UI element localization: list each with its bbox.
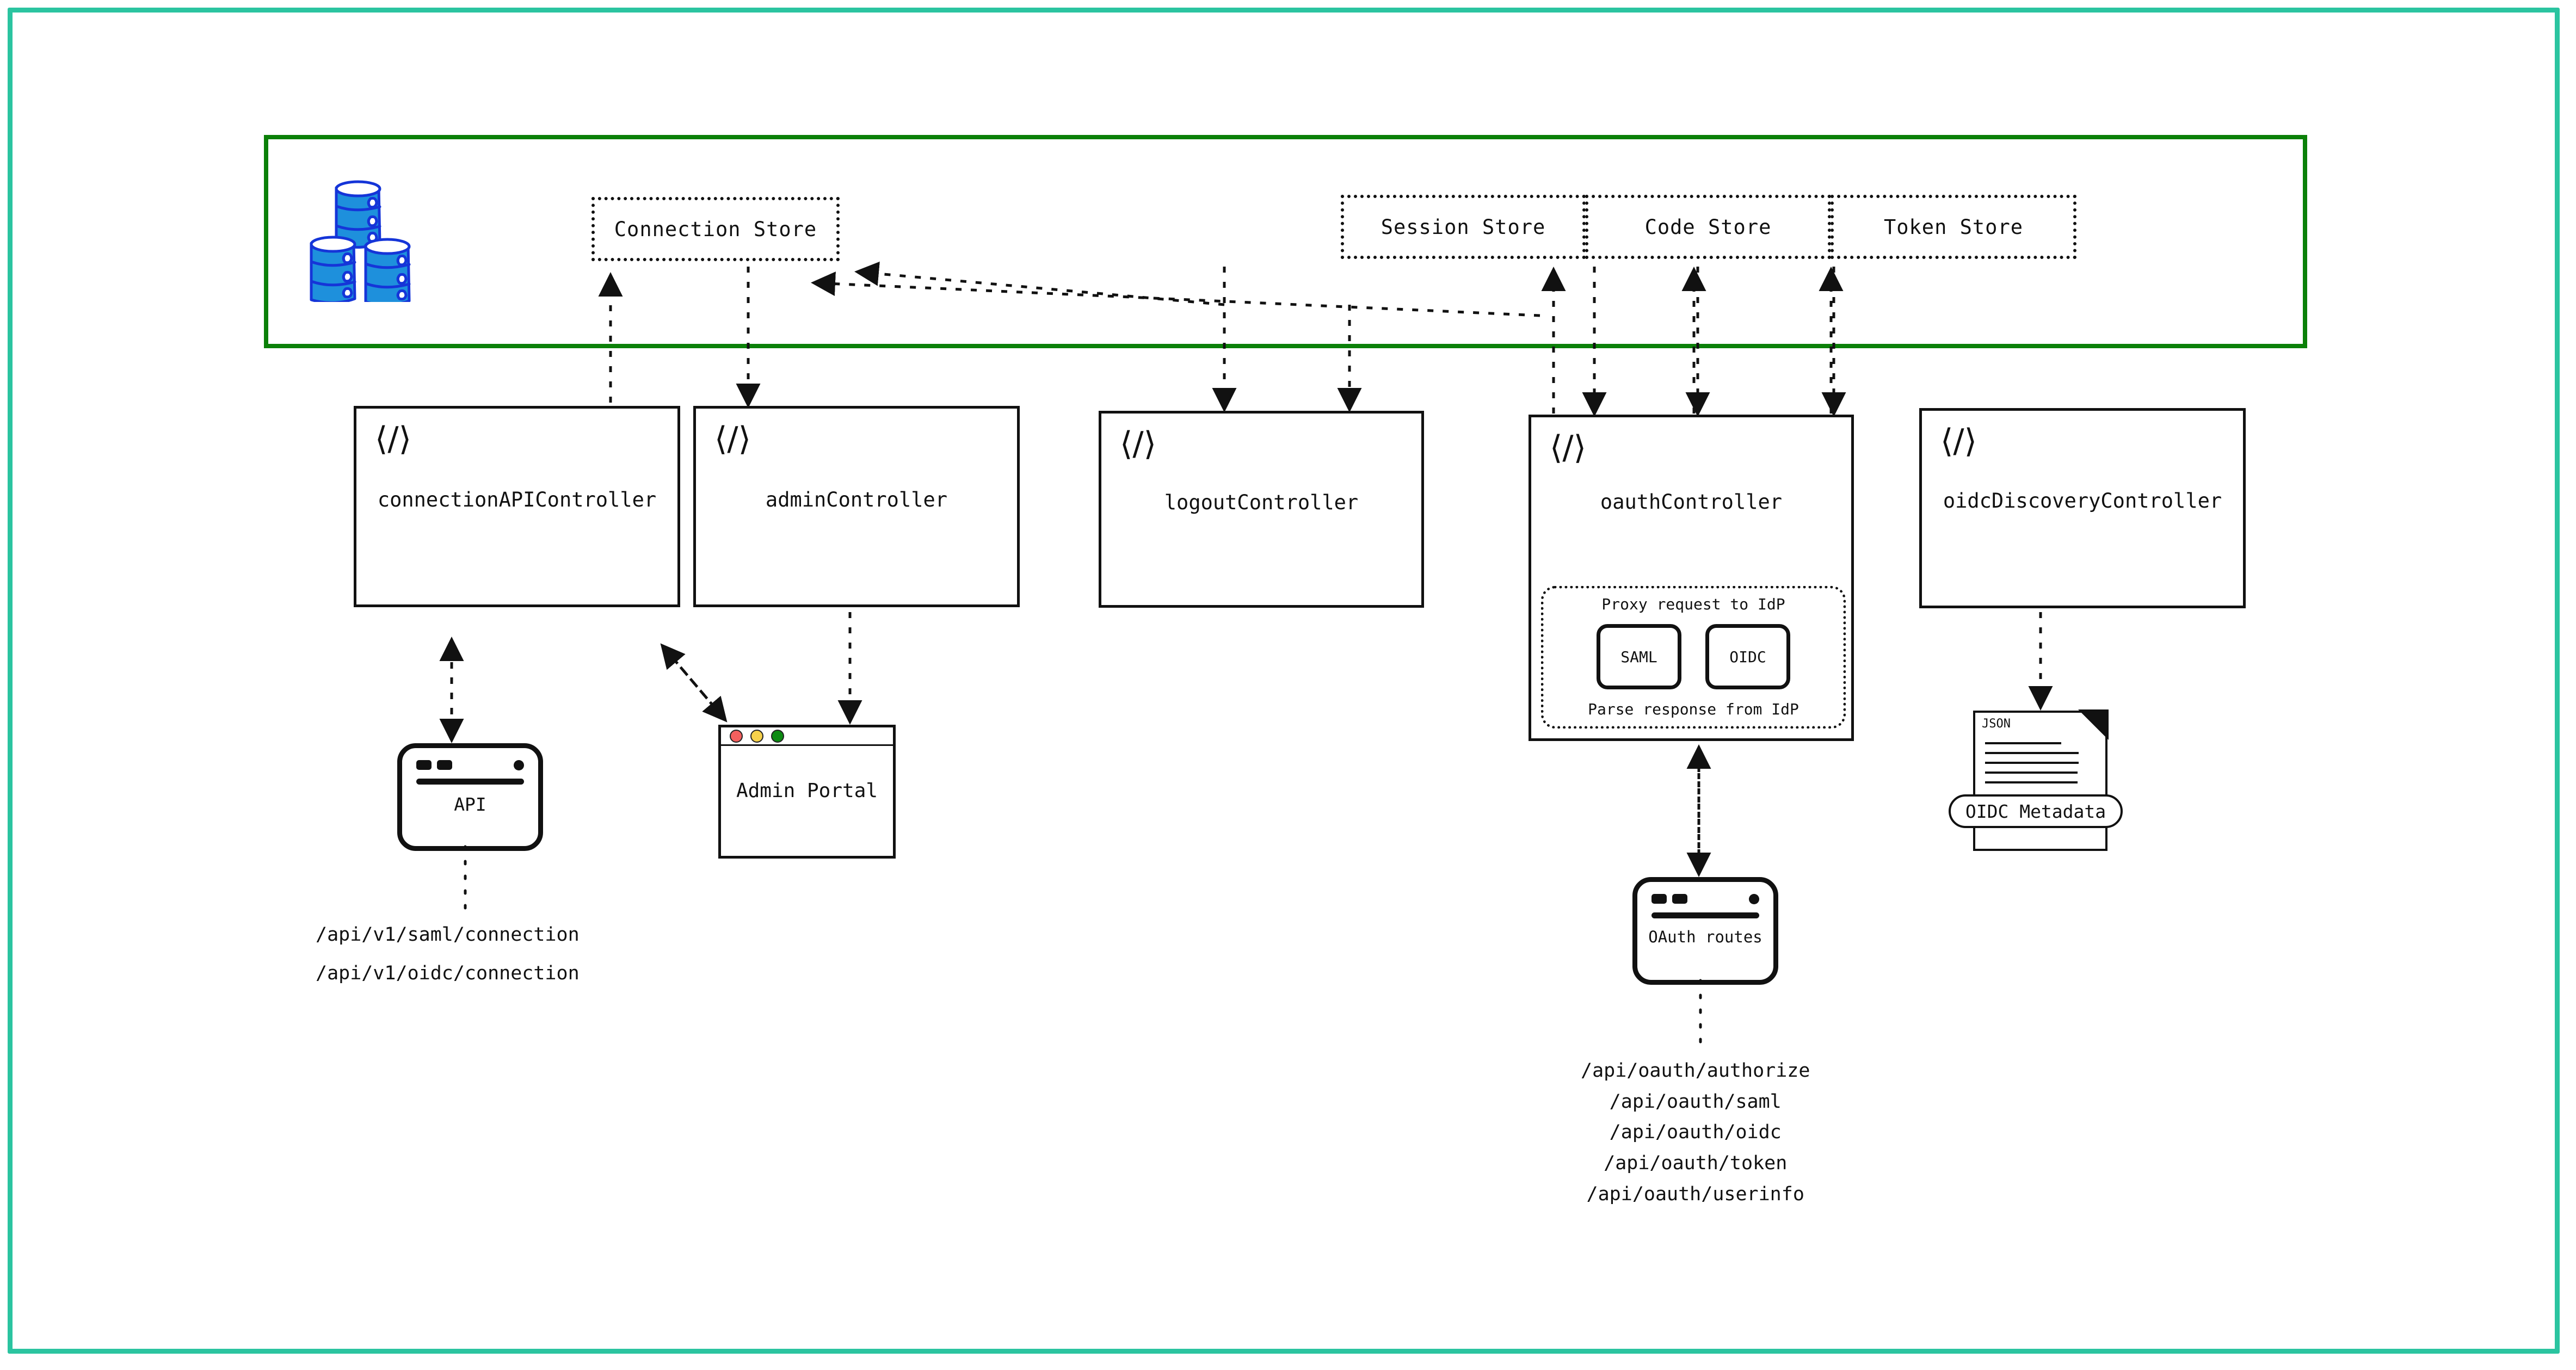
controller-label: oidcDiscoveryController xyxy=(1943,489,2222,513)
oauth-path-list: /api/oauth/authorize /api/oauth/saml /ap… xyxy=(1581,1056,1810,1209)
database-cylinders-icon xyxy=(305,171,435,306)
maximize-dot-icon xyxy=(771,729,784,743)
window-titlebar xyxy=(721,727,893,746)
code-icon: ⟨/⟩ xyxy=(1120,425,1157,463)
titlebar-square-icon xyxy=(416,760,432,770)
store-label: Session Store xyxy=(1381,215,1546,239)
oauth-routes-label: OAuth routes xyxy=(1648,928,1762,946)
controller-connection-api[interactable]: ⟨/⟩ connectionAPIController xyxy=(354,406,680,607)
idp-chip-oidc[interactable]: OIDC xyxy=(1705,624,1790,689)
doc-text-line xyxy=(1985,781,2078,783)
controller-oauth[interactable]: ⟨/⟩ oauthController Proxy request to IdP… xyxy=(1529,415,1854,741)
minimize-dot-icon xyxy=(750,729,763,743)
code-icon: ⟨/⟩ xyxy=(1550,429,1587,467)
api-path: /api/v1/oidc/connection xyxy=(316,962,580,984)
controller-label: logoutController xyxy=(1164,491,1359,514)
api-path: /api/oauth/authorize xyxy=(1581,1060,1810,1082)
connection-api-path-list: /api/v1/saml/connection /api/v1/oidc/con… xyxy=(316,919,580,989)
doc-text-line xyxy=(1985,762,2079,764)
titlebar-square-icon xyxy=(1651,894,1667,904)
doc-text-line xyxy=(1985,752,2079,754)
close-dot-icon xyxy=(730,729,743,743)
store-box-code-store[interactable]: Code Store xyxy=(1585,195,1831,259)
window-titlebar xyxy=(1651,894,1759,906)
titlebar-dot-icon xyxy=(514,760,524,770)
oidc-metadata-badge[interactable]: OIDC Metadata xyxy=(1949,794,2123,828)
doc-text-line xyxy=(1985,742,2061,744)
store-box-token-store[interactable]: Token Store xyxy=(1831,195,2076,259)
api-node[interactable]: API xyxy=(397,743,543,851)
code-icon: ⟨/⟩ xyxy=(375,420,412,458)
idp-panel-top-caption: Proxy request to IdP xyxy=(1601,595,1785,613)
titlebar-square-icon xyxy=(437,760,452,770)
controller-oidc-discovery[interactable]: ⟨/⟩ oidcDiscoveryController xyxy=(1919,408,2246,608)
admin-portal-label: Admin Portal xyxy=(736,780,878,802)
window-rule xyxy=(416,779,524,785)
controller-label: oauthController xyxy=(1600,490,1783,514)
idp-proxy-panel: Proxy request to IdP SAML OIDC Parse res… xyxy=(1541,586,1846,729)
api-node-label: API xyxy=(454,794,486,815)
store-label: Token Store xyxy=(1883,215,2024,239)
controller-label: connectionAPIController xyxy=(377,488,657,511)
code-icon: ⟨/⟩ xyxy=(1940,422,1977,460)
window-rule xyxy=(1651,912,1759,918)
api-path: /api/oauth/oidc xyxy=(1609,1121,1782,1144)
api-path: /api/oauth/saml xyxy=(1609,1090,1782,1113)
oidc-metadata-label: OIDC Metadata xyxy=(1965,800,2106,822)
code-icon: ⟨/⟩ xyxy=(714,420,751,458)
api-path: /api/oauth/userinfo xyxy=(1586,1183,1804,1205)
api-path: /api/v1/saml/connection xyxy=(316,924,580,946)
controller-label: adminController xyxy=(765,488,948,511)
page-fold-corner-icon xyxy=(2078,709,2109,740)
api-path: /api/oauth/token xyxy=(1604,1152,1788,1175)
store-box-connection-store[interactable]: Connection Store xyxy=(591,197,840,261)
window-titlebar xyxy=(416,760,524,772)
outer-canvas-frame xyxy=(8,8,2560,1354)
doc-text-line xyxy=(1985,772,2078,774)
idp-panel-bottom-caption: Parse response from IdP xyxy=(1588,700,1799,718)
titlebar-dot-icon xyxy=(1749,894,1759,904)
titlebar-square-icon xyxy=(1672,894,1687,904)
idp-chip-label: SAML xyxy=(1620,647,1657,666)
admin-portal-window[interactable]: Admin Portal xyxy=(718,725,896,859)
controller-logout[interactable]: ⟨/⟩ logoutController xyxy=(1099,411,1424,608)
controller-admin[interactable]: ⟨/⟩ adminController xyxy=(693,406,1020,607)
store-label: Code Store xyxy=(1644,215,1772,239)
store-label: Connection Store xyxy=(614,217,817,241)
json-document-icon: JSON xyxy=(1973,709,2109,851)
store-box-session-store[interactable]: Session Store xyxy=(1341,195,1586,259)
idp-chip-saml[interactable]: SAML xyxy=(1597,624,1681,689)
idp-chip-group: SAML OIDC xyxy=(1597,624,1790,689)
json-doc-label: JSON xyxy=(1982,717,2011,731)
idp-chip-label: OIDC xyxy=(1729,647,1766,666)
oauth-routes-node[interactable]: OAuth routes xyxy=(1632,877,1778,985)
